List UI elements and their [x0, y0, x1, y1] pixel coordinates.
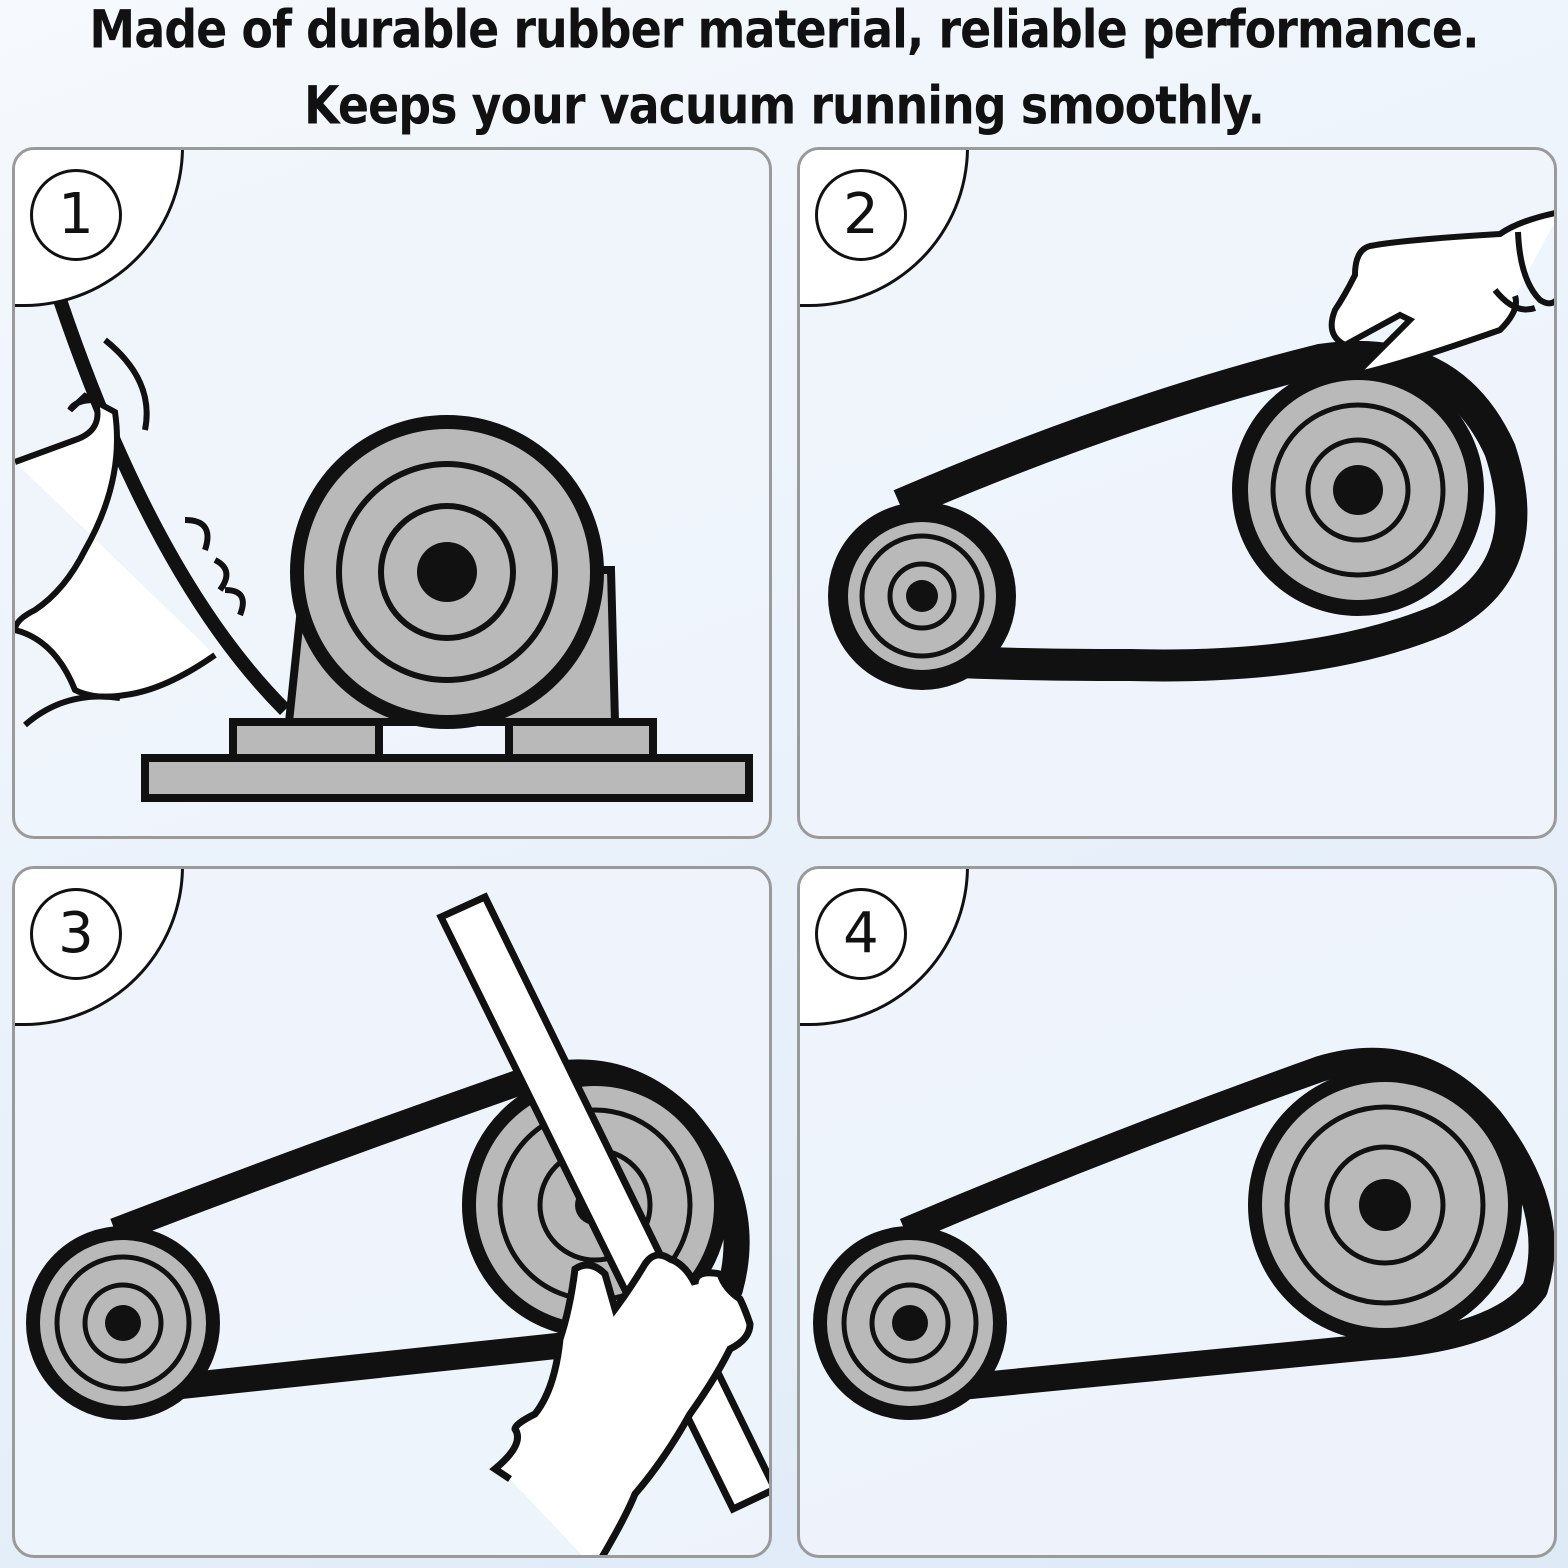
step-number-3: 3 — [30, 888, 122, 980]
step-number-4: 4 — [815, 888, 907, 980]
step-panel-4: 4 — [797, 866, 1557, 1558]
step-panel-3: 3 — [12, 866, 772, 1558]
step-panel-2: 2 — [797, 147, 1557, 839]
headline-line-2: Keeps your vacuum running smoothly. — [304, 73, 1265, 137]
headline-line-1: Made of durable rubber material, reliabl… — [89, 0, 1479, 61]
pry-belt-with-tool-illustration — [26, 892, 769, 1555]
step-panel-1: 1 — [12, 147, 772, 839]
remove-belt-illustration — [15, 297, 753, 802]
step-number-2: 2 — [815, 169, 907, 261]
loop-belt-illustration — [828, 210, 1554, 690]
installed-belt-illustration — [813, 1047, 1554, 1420]
step-number-1: 1 — [30, 169, 122, 261]
